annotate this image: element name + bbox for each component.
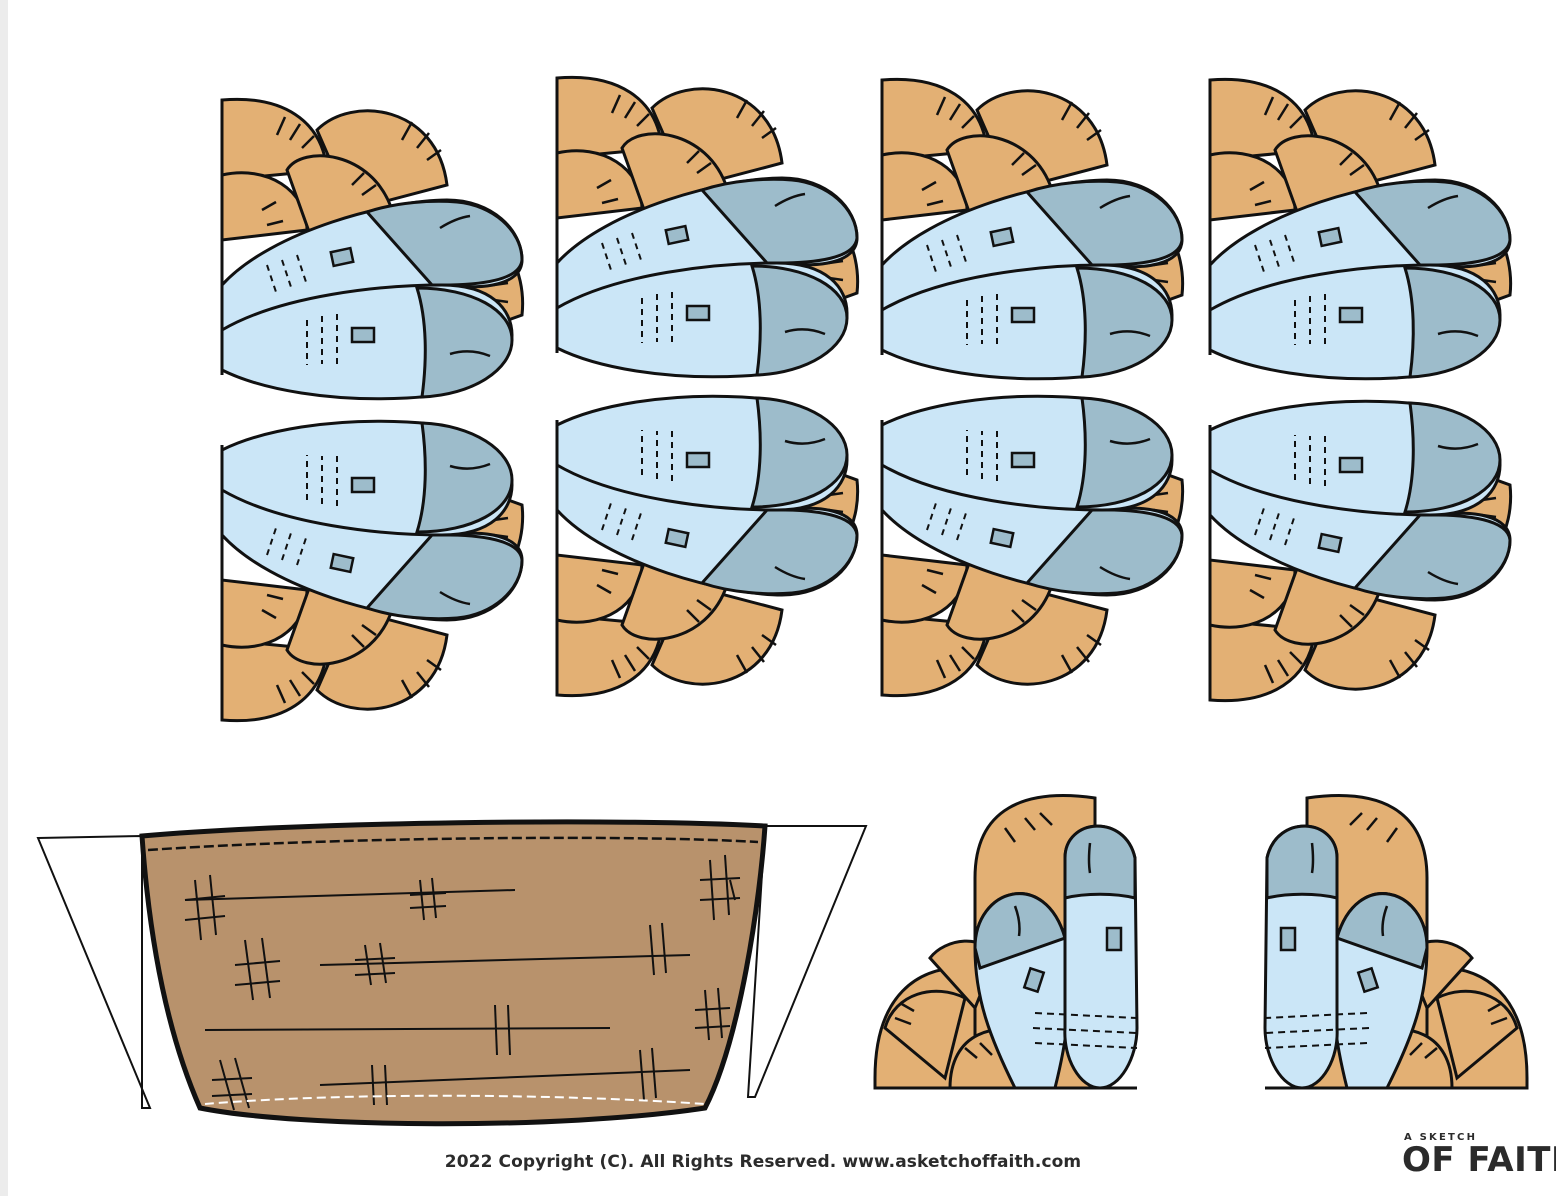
bread-fish-half-card [220,97,525,401]
bread-fish-half-card [220,419,525,723]
bread-fish-half-card [555,75,860,379]
page-edge [0,0,8,1196]
logo-small-text: A SKETCH [1404,1132,1478,1143]
bread-fish-half-card [880,77,1185,381]
bread-fish-half-card [555,394,860,698]
bread-fish-bundle-half [873,794,1139,1090]
bread-fish-bundle-half [1263,794,1529,1090]
bread-fish-half-card [880,394,1185,698]
bread-fish-half-card [1208,77,1513,381]
basket [36,819,868,1127]
bread-fish-half-card [1208,399,1513,703]
copyright-footer: 2022 Copyright (C). All Rights Reserved.… [444,1152,1082,1172]
logo-big-text: OF FAITH [1402,1140,1556,1180]
brand-logo: A SKETCH OF FAITH [1402,1132,1556,1184]
